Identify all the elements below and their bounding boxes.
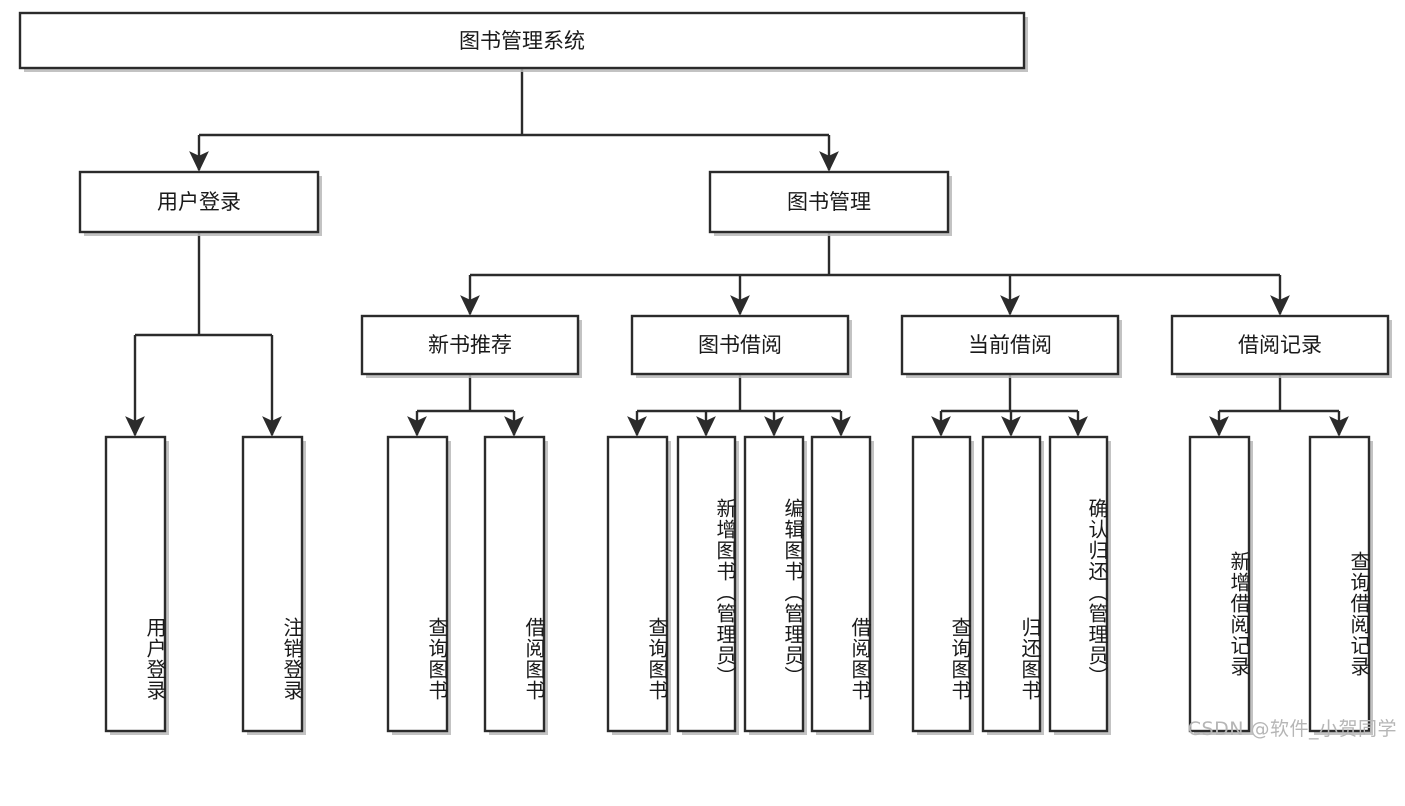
node-leaf-confirm-return[interactable]	[1048, 435, 1111, 735]
node-user-login[interactable]: 用户登录	[78, 170, 322, 236]
book-borrow-box	[630, 314, 850, 376]
node-new-book-recommend[interactable]: 新书推荐	[360, 314, 582, 378]
user-login-label: 用户登录	[157, 190, 241, 214]
connectors	[125, 68, 1349, 437]
book-manage-box	[708, 170, 950, 234]
new-book-recommend-label: 新书推荐	[428, 333, 512, 357]
node-leaf-query-book-2[interactable]	[606, 435, 671, 735]
new-book-recommend-box	[360, 314, 580, 376]
flowchart-svg: 图书管理系统 用户登录 图书管理 新书推荐 图书借阅 当前借阅	[18, 11, 1392, 735]
node-leaf-add-book[interactable]	[676, 435, 739, 735]
user-login-box	[78, 170, 320, 234]
node-root[interactable]: 图书管理系统	[18, 11, 1028, 72]
node-leaf-return-book[interactable]	[981, 435, 1044, 735]
borrow-record-label: 借阅记录	[1238, 333, 1322, 357]
node-leaf-query-book-3[interactable]	[911, 435, 974, 735]
node-book-manage[interactable]: 图书管理	[708, 170, 952, 236]
root-label: 图书管理系统	[459, 29, 585, 53]
leaf-boxes	[104, 435, 1373, 735]
node-leaf-user-logout[interactable]	[241, 435, 306, 735]
node-leaf-add-record[interactable]	[1188, 435, 1253, 735]
node-leaf-user-login[interactable]	[104, 435, 169, 735]
node-leaf-borrow-book-2[interactable]	[810, 435, 874, 735]
root-box	[18, 11, 1026, 70]
current-borrow-label: 当前借阅	[968, 333, 1052, 357]
node-current-borrow[interactable]: 当前借阅	[900, 314, 1122, 378]
node-leaf-borrow-book-1[interactable]	[483, 435, 548, 735]
node-leaf-edit-book[interactable]	[743, 435, 807, 735]
node-leaf-query-record[interactable]	[1308, 435, 1373, 735]
book-manage-label: 图书管理	[787, 190, 871, 214]
diagram-canvas: 图书管理系统 用户登录 图书管理 新书推荐 图书借阅 当前借阅	[18, 11, 1397, 740]
node-book-borrow[interactable]: 图书借阅	[630, 314, 852, 378]
current-borrow-box	[900, 314, 1120, 376]
node-borrow-record[interactable]: 借阅记录	[1170, 314, 1392, 378]
node-leaf-query-book-1[interactable]	[386, 435, 451, 735]
borrow-record-box	[1170, 314, 1390, 376]
book-borrow-label: 图书借阅	[698, 333, 782, 357]
csdn-watermark: CSDN @软件_小贺同学	[1187, 718, 1397, 740]
